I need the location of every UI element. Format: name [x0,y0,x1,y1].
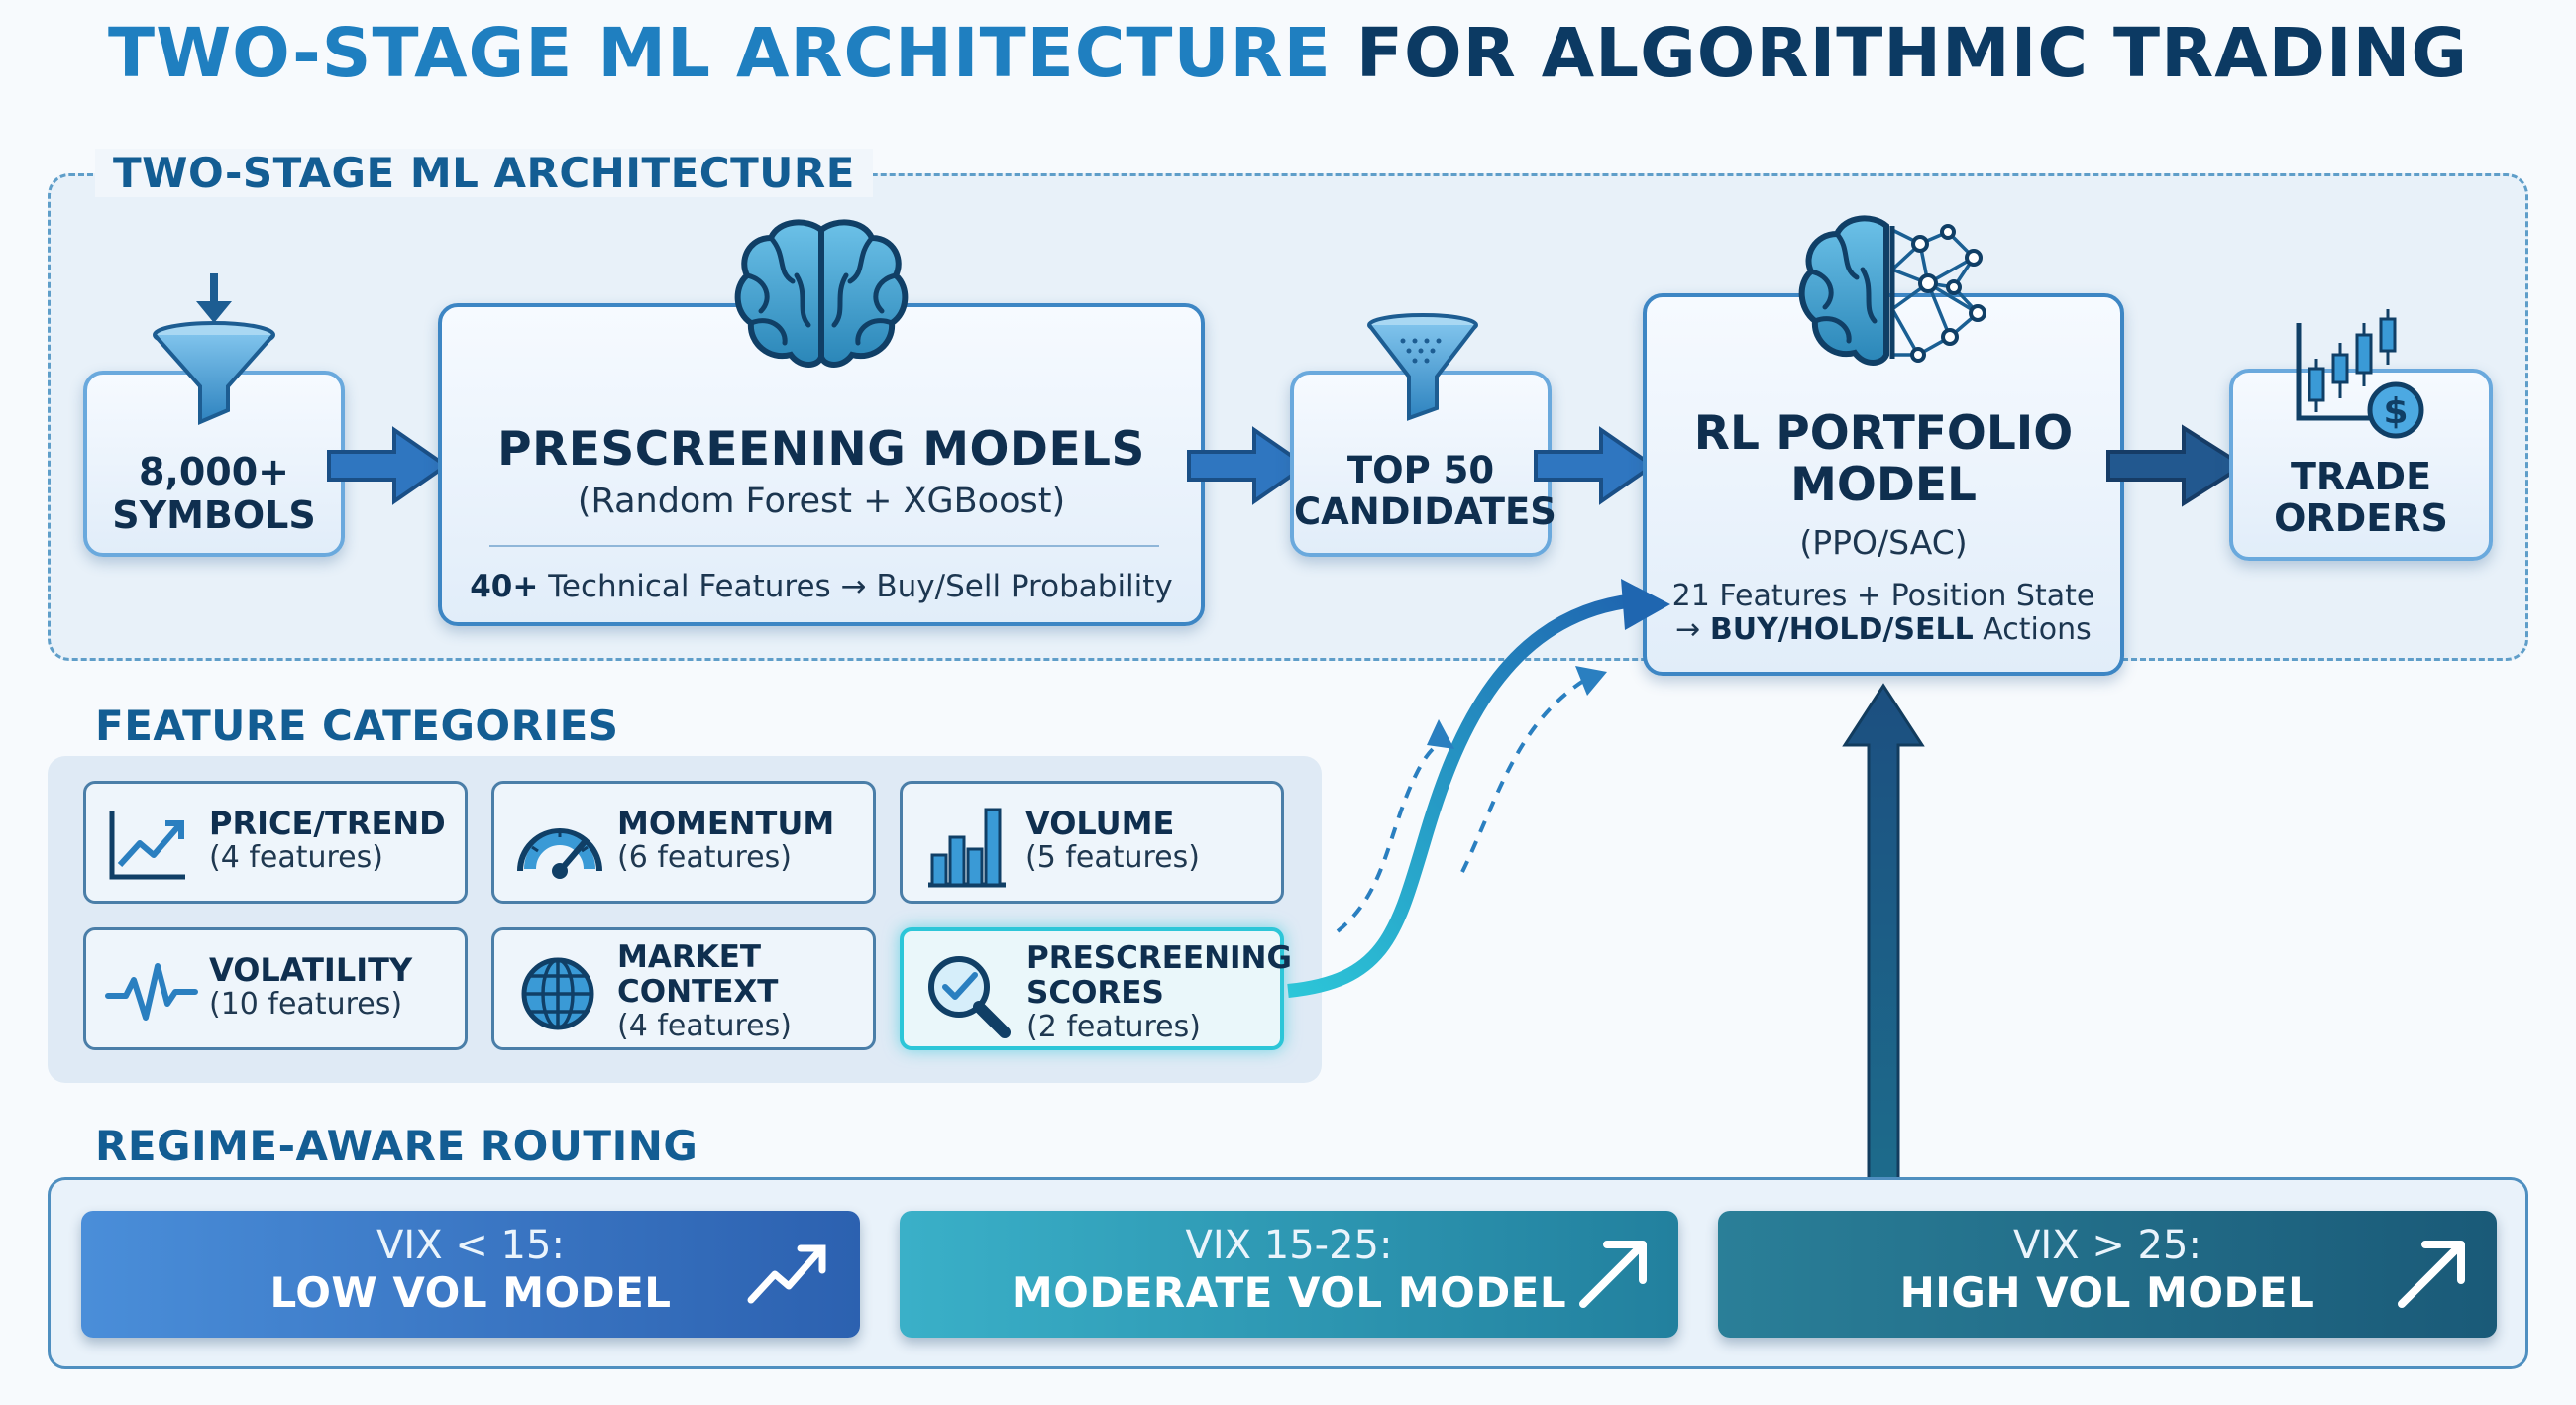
arrow-up-right-icon [2398,1241,2465,1308]
regime-condition: VIX > 25: [2013,1223,2201,1268]
bar-chart-icon [928,808,1006,888]
regime-model: LOW VOL MODEL [269,1268,672,1317]
arrow-up-right-icon [1579,1241,1647,1308]
rl-detail-2: → BUY/HOLD/SELL Actions [1647,612,2120,647]
page-title: TWO-STAGE ML ARCHITECTURE FOR ALGORITHMI… [0,14,2576,93]
features-section-label: FEATURE CATEGORIES [95,702,619,750]
feature-card-momentum: MOMENTUM (6 features) [491,781,876,904]
prescreening-title: PRESCREENING MODELS [497,422,1145,477]
feature-title-line1: MARKET [617,939,762,975]
brain-icon [734,219,909,368]
feature-count: (10 features) [209,987,403,1022]
rl-detail-1: 21 Features + Position State [1671,579,2095,613]
feature-title: VOLATILITY [209,951,413,989]
rl-model-box: RL PORTFOLIO MODEL (PPO/SAC) 21 Features… [1643,293,2124,676]
feature-card-volume: VOLUME (5 features) [900,781,1284,904]
flow-arrow-2 [1187,426,1310,505]
feature-card-prescreening-scores: PRESCREENING SCORES (2 features) [900,927,1292,1050]
neural-brain-icon [1798,215,1986,366]
trend-chart-icon [109,811,185,880]
regime-condition: VIX < 15: [376,1223,565,1268]
rl-actions-suffix: Actions [1973,612,2092,647]
candidates-label: CANDIDATES [1294,490,1556,533]
candidates-count: TOP 50 [1346,449,1495,491]
feature-count: (6 features) [617,840,792,875]
feature-title: PRICE/TREND [209,805,446,842]
flow-arrow-1 [327,426,450,505]
feature-title: PRESCREENING SCORES [1026,940,1292,1011]
trade-orders-line2: ORDERS [2274,496,2448,540]
pulse-icon [105,963,198,1021]
trade-orders-line1: TRADE [2290,455,2432,498]
rl-title-line2: MODEL [1790,458,1977,512]
prescreening-features-count: 40+ [470,569,539,604]
gauge-icon [517,828,602,879]
symbols-label: SYMBOLS [112,493,316,537]
feature-card-volatility: VOLATILITY (10 features) [83,927,468,1050]
feature-count: (4 features) [209,840,383,875]
scores-to-rl-connector [1287,579,1670,998]
regime-condition: VIX 15-25: [1185,1223,1393,1268]
symbols-count: 8,000+ [138,450,290,493]
svg-text:$: $ [2383,391,2408,432]
trade-orders-box: TRADE ORDERS [2229,369,2493,561]
feature-count: (5 features) [1025,840,1200,875]
regime-low-vol: VIX < 15: LOW VOL MODEL [81,1211,860,1338]
regime-model: MODERATE VOL MODEL [1011,1268,1567,1317]
feature-title: MARKET CONTEXT [617,940,875,1010]
routing-to-rl-arrow [1842,683,1925,1215]
rl-subtitle: (PPO/SAC) [1799,523,1968,562]
prescreening-subtitle: (Random Forest + XGBoost) [577,482,1066,521]
rl-detail-arrow: → [1675,612,1710,647]
prescreening-features: 40+ Technical Features → Buy/Sell Probab… [442,569,1201,604]
feature-title: VOLUME [1025,805,1175,842]
funnel-icon [153,273,275,426]
magnifier-check-icon [928,956,1011,1038]
regime-high-vol: VIX > 25: HIGH VOL MODEL [1718,1211,2497,1338]
feature-card-market-context: MARKET CONTEXT (4 features) [491,927,876,1050]
regime-model: HIGH VOL MODEL [1899,1268,2315,1317]
feature-title-line2: CONTEXT [617,974,779,1010]
feature-count: (2 features) [1026,1010,1201,1044]
trend-up-arrow-icon [747,1244,826,1304]
feature-count: (4 features) [617,1009,792,1043]
feature-title-line1: PRESCREENING [1026,940,1292,976]
title-part-2: FOR ALGORITHMIC TRADING [1355,14,2468,93]
feature-card-price-trend: PRICE/TREND (4 features) [83,781,468,904]
regime-moderate-vol: VIX 15-25: MODERATE VOL MODEL [900,1211,1678,1338]
rl-title-line1: RL PORTFOLIO [1693,406,2074,461]
architecture-section-label: TWO-STAGE ML ARCHITECTURE [95,149,873,197]
routing-section-label: REGIME-AWARE ROUTING [95,1122,698,1170]
candlestick-dollar-icon: $ [2296,309,2424,439]
title-part-1: TWO-STAGE ML ARCHITECTURE [108,14,1332,93]
rl-actions: BUY/HOLD/SELL [1709,612,1974,647]
flow-arrow-3 [1534,426,1657,505]
prescreening-divider [489,545,1159,547]
filter-funnel-icon [1367,313,1478,421]
flow-arrow-4 [2106,424,2247,507]
feature-title: MOMENTUM [617,805,835,842]
globe-icon [521,957,594,1030]
feature-title-line2: SCORES [1026,975,1164,1011]
prescreening-features-text: Technical Features → Buy/Sell Probabilit… [538,569,1173,604]
